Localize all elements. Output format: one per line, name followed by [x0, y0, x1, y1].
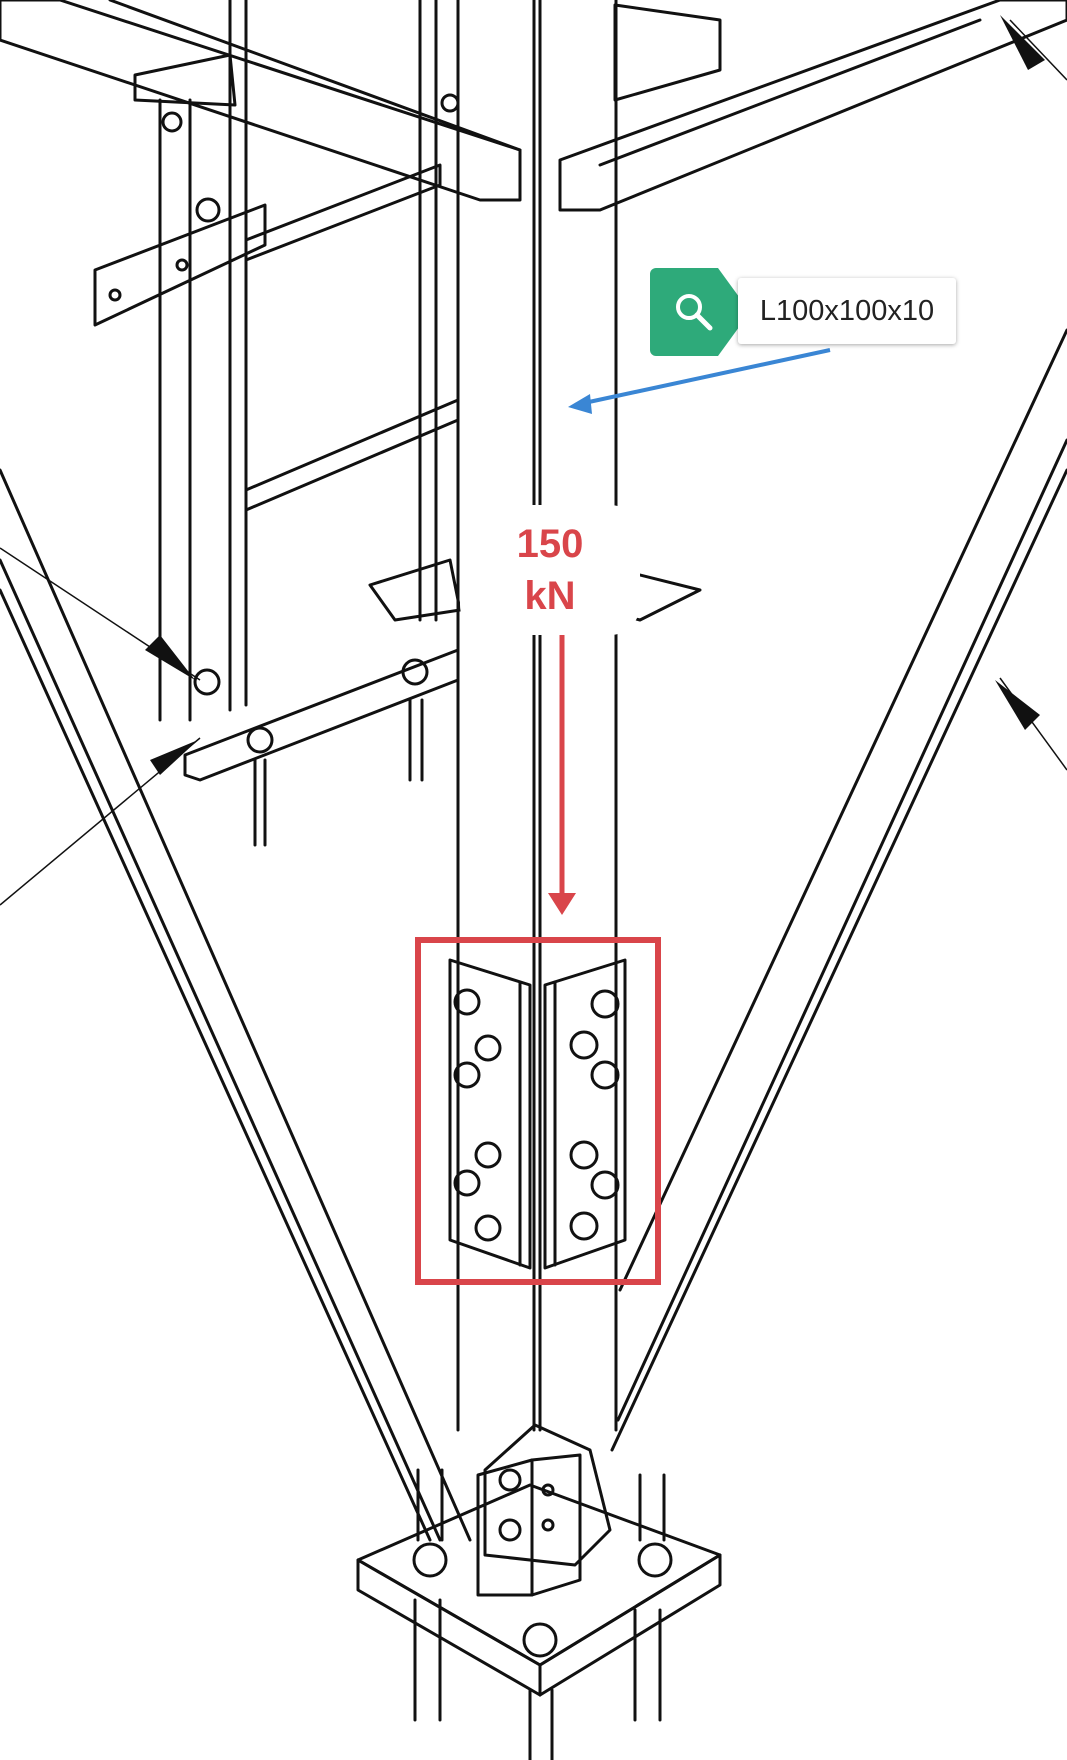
ladder-bolts: [108, 93, 460, 847]
top-right-horizontal-member: [558, 0, 1067, 212]
load-unit: kN: [524, 574, 576, 618]
member-leader-arrow: [568, 348, 831, 414]
top-left-horizontal-member: [0, 0, 522, 202]
right-diagonal-brace: [610, 328, 1067, 1452]
member-section-tag[interactable]: L100x100x10: [650, 268, 966, 356]
member-section-label: L100x100x10: [738, 278, 956, 344]
base-plate-assembly: [356, 1423, 722, 1760]
arrow-head-icon: [145, 635, 195, 680]
splice-bolts: [453, 988, 620, 1242]
load-annotation: 150 kN: [460, 505, 640, 635]
splice-plate-right: [543, 958, 627, 1270]
splice-highlight-box: [415, 937, 661, 1285]
left-diagonal-brace: [0, 468, 472, 1542]
arrow-down-icon: [548, 635, 576, 915]
splice-plate-left: [448, 958, 532, 1270]
ladder: [93, 0, 460, 782]
arrow-head-icon: [150, 740, 198, 775]
arrow-head-icon: [995, 680, 1040, 730]
load-value: 150: [516, 522, 584, 566]
search-icon: [676, 294, 713, 331]
right-dimension-line-upper: [1009, 19, 1067, 81]
arrow-head-icon: [1000, 15, 1045, 70]
